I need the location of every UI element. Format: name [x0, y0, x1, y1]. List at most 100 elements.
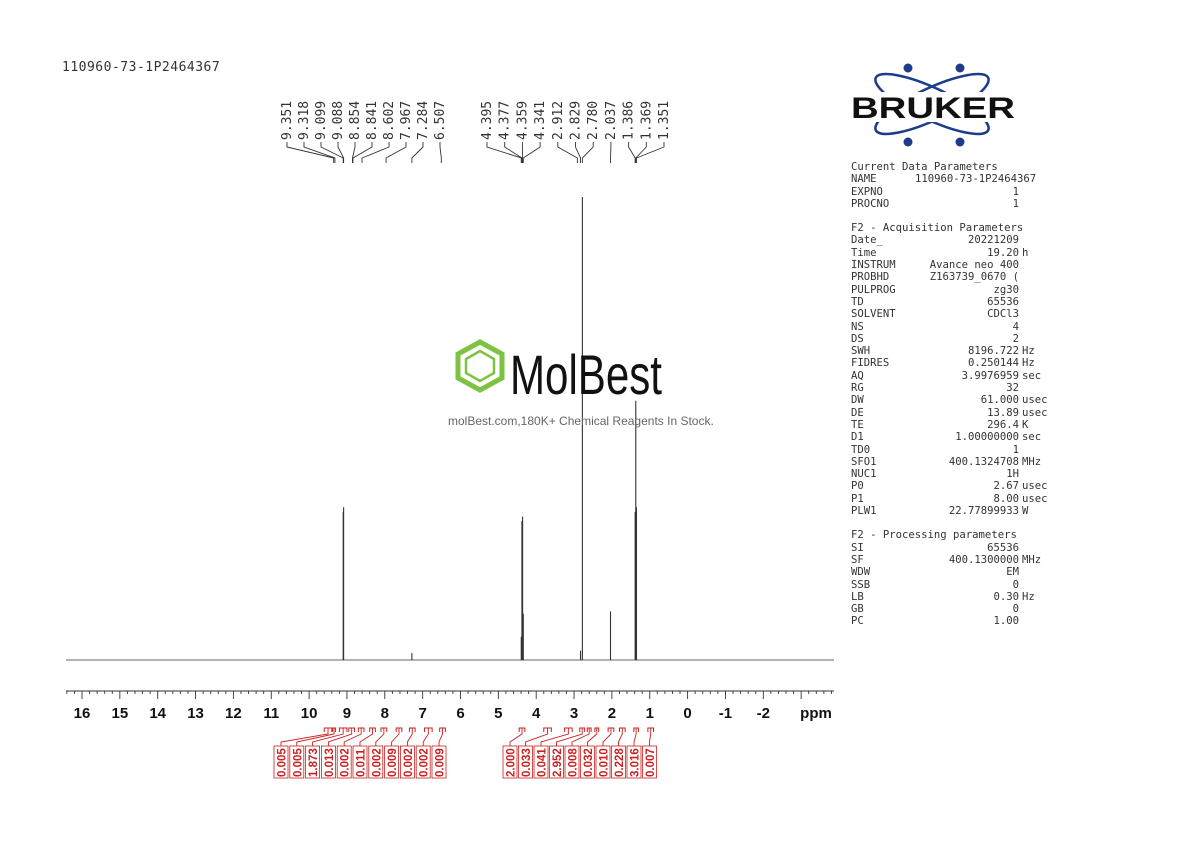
integral-value: 1.873 — [308, 748, 320, 777]
param-key: AQ — [851, 369, 864, 382]
param-row: RG 32 — [851, 382, 1066, 394]
param-row: EXPNO 1 — [851, 186, 1066, 198]
param-value: 32 — [1006, 382, 1019, 395]
param-row: SI 65536 — [851, 542, 1066, 554]
param-row: Date_20221209 — [851, 234, 1066, 246]
param-value: 1 — [1012, 185, 1019, 198]
param-unit: usec — [1022, 406, 1048, 419]
param-value: 65536 — [987, 541, 1019, 554]
param-unit: usec — [1022, 492, 1048, 505]
param-key: SI — [851, 541, 864, 554]
peak-leader — [522, 142, 541, 163]
param-value: 19.20 — [987, 246, 1019, 259]
param-value: 61.000 — [980, 394, 1019, 407]
peak-label: 7.284 — [416, 101, 431, 140]
param-key: TE — [851, 418, 864, 431]
integral-value: 0.010 — [599, 748, 611, 777]
integral-box — [595, 745, 611, 779]
integral-box — [549, 745, 564, 779]
param-unit — [1019, 284, 1062, 296]
param-unit — [1019, 271, 1062, 283]
integral-leader — [587, 728, 598, 746]
peak-leader — [411, 142, 424, 163]
peak-leader — [286, 142, 335, 163]
param-value: 1.00000000 — [955, 431, 1019, 444]
peak-label: 9.088 — [331, 101, 346, 140]
x-tick-label: 11 — [263, 705, 279, 722]
param-unit — [1019, 308, 1062, 320]
integral-box — [642, 745, 657, 779]
param-value: 13.89 — [987, 406, 1019, 419]
param-key: PROCNO — [851, 197, 890, 210]
param-key: Time — [851, 246, 877, 259]
param-key: PROBHD — [851, 271, 890, 284]
integral-value: 0.033 — [521, 748, 533, 777]
param-key: FIDRES — [851, 357, 890, 370]
peak-leader — [581, 142, 594, 163]
molbest-logo: MolBest — [455, 339, 662, 400]
integral-box — [305, 745, 321, 779]
peak-label: 4.341 — [533, 101, 548, 140]
param-key: D1 — [851, 431, 864, 444]
param-key: TD — [851, 295, 864, 308]
integral-value: 0.009 — [435, 748, 447, 777]
param-unit: Hz — [1022, 357, 1035, 370]
param-key: RG — [851, 382, 864, 395]
param-key: DE — [851, 406, 864, 419]
param-key: PLW1 — [851, 505, 877, 518]
param-key: P1 — [851, 492, 864, 505]
integral-box — [611, 745, 626, 779]
x-tick-label: 5 — [494, 705, 502, 722]
integral-box — [533, 745, 549, 779]
param-unit: usec — [1022, 394, 1048, 407]
integral-value: 0.007 — [645, 748, 657, 777]
x-tick-label: -1 — [719, 705, 732, 722]
integral-leader — [602, 728, 612, 746]
integral-leader — [618, 728, 623, 746]
hexagon-icon — [455, 339, 505, 393]
param-value: 2.67 — [993, 480, 1019, 493]
param-unit — [1019, 468, 1062, 480]
param-value: 1 — [1012, 443, 1019, 456]
param-unit — [1019, 234, 1062, 246]
x-tick-label: 13 — [187, 705, 204, 722]
integral-box — [384, 745, 400, 779]
param-value: EM — [1006, 566, 1019, 579]
integral-leader — [556, 728, 583, 746]
integral-leader — [343, 728, 362, 746]
integral-value: 0.008 — [568, 748, 580, 777]
peak-label: 1.369 — [639, 101, 654, 140]
param-value: 400.1300000 — [948, 553, 1019, 566]
integral-box — [368, 745, 384, 779]
param-unit — [1019, 173, 1062, 185]
x-tick-label: 4 — [532, 705, 541, 722]
peak-label: 2.912 — [551, 101, 566, 140]
x-axis-label: ppm — [800, 705, 832, 722]
integral-box — [580, 745, 595, 779]
param-unit: sec — [1022, 431, 1042, 444]
param-key: SFO1 — [851, 455, 877, 468]
bruker-wordmark: BRUKER — [851, 92, 1015, 125]
param-unit — [1019, 296, 1062, 308]
x-tick-label: 12 — [225, 705, 242, 722]
param-key: PULPROG — [851, 283, 896, 296]
integral-box — [564, 745, 580, 779]
x-tick-label: 8 — [381, 705, 389, 722]
param-key: SF — [851, 553, 864, 566]
param-value: 1H — [1006, 468, 1019, 481]
peak-label: 6.507 — [433, 101, 448, 140]
peak-leader — [303, 142, 336, 163]
integral-value: 0.002 — [340, 748, 352, 777]
section-title: F2 - Acquisition Parameters — [851, 222, 1024, 235]
param-key: EXPNO — [851, 185, 883, 198]
